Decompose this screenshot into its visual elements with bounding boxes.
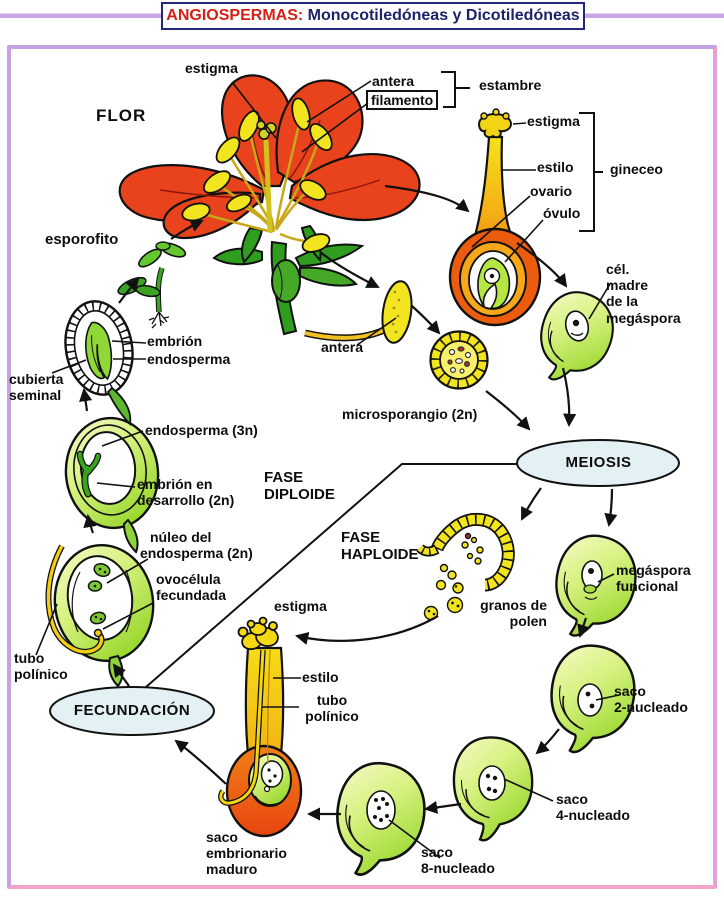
label-fase-haploide: FASE HAPLOIDE xyxy=(341,529,419,564)
leader-lines xyxy=(35,80,620,859)
gineceo-illustration xyxy=(448,108,542,327)
microsporangio-illustration xyxy=(429,330,489,390)
label-embrion: embrión xyxy=(147,333,203,349)
antera-illustration xyxy=(304,280,413,344)
anthers xyxy=(181,97,333,253)
label-gineceo: gineceo xyxy=(610,161,663,177)
label-tubo-polinico-izquierda: tubo polínico xyxy=(14,650,68,683)
label-megaspora-funcional: megáspora funcional xyxy=(616,562,691,595)
label-estigma-gineceo: estigma xyxy=(527,113,580,129)
label-estilo-polinizado: estilo xyxy=(302,669,339,685)
label-ovulo: óvulo xyxy=(543,205,581,221)
label-estigma-polinizado: estigma xyxy=(274,598,327,614)
label-saco-8-nucleado: saco 8-nucleado xyxy=(421,844,495,877)
label-microsporangio: microsporangio (2n) xyxy=(342,406,478,422)
label-estigma-flor: estigma xyxy=(185,60,238,76)
saco-2-nucleado-illustration xyxy=(546,641,639,758)
label-filamento: filamento xyxy=(366,90,439,111)
label-antera: antera xyxy=(321,339,364,355)
label-nucleo-endosperma: núleo del endosperma (2n) xyxy=(140,529,253,562)
label-esporofito: esporofito xyxy=(45,231,119,248)
label-ovario: ovario xyxy=(530,183,573,199)
label-saco-embrionario-maduro: saco embrionario maduro xyxy=(206,829,287,878)
saco-embrionario-illustration xyxy=(218,616,303,838)
page-title: ANGIOSPERMAS: Monocotiledóneas y Dicotil… xyxy=(161,2,585,30)
label-estilo-gineceo: estilo xyxy=(537,159,574,175)
label-saco-4-nucleado: saco 4-nucleado xyxy=(556,791,630,824)
label-meiosis: MEIOSIS xyxy=(565,454,632,471)
microspores xyxy=(447,346,472,374)
label-cubierta-seminal: cubierta seminal xyxy=(9,371,64,404)
label-flor: FLOR xyxy=(96,106,147,125)
cel-madre-illustration xyxy=(529,284,622,392)
label-granos-de-polen: granos de polen xyxy=(480,597,547,630)
cycle-arrows xyxy=(79,184,618,821)
stigma-lobes xyxy=(237,616,279,651)
label-estambre: estambre xyxy=(479,77,542,93)
page-title-rest: Monocotiledóneas y Dicotiledóneas xyxy=(303,7,580,24)
label-embrion-desarrollo: embrión en desarrollo (2n) xyxy=(137,476,235,509)
label-tubo-polinico: tubo polínico xyxy=(305,692,359,725)
label-antera-estambre: antera xyxy=(372,73,415,89)
label-fecundacion: FECUNDACIÓN xyxy=(73,702,191,719)
semilla-en-desarrollo-illustration xyxy=(64,416,160,554)
page-title-prefix: ANGIOSPERMAS: xyxy=(166,7,304,24)
label-endosperma-3n: endosperma (3n) xyxy=(145,422,258,438)
roots xyxy=(148,311,170,329)
label-saco-2-nucleado: saco 2-nucleado xyxy=(614,683,688,716)
esporofito-illustration xyxy=(117,241,187,329)
semilla-illustration xyxy=(64,300,134,396)
megaspora-funcional-illustration xyxy=(547,529,643,645)
label-fase-diploide: FASE DIPLOIDE xyxy=(264,469,335,504)
flower-illustration xyxy=(118,74,421,336)
diagram-frame xyxy=(7,45,717,889)
label-cel-madre-megaspora: cél. madre de la megáspora xyxy=(606,261,681,326)
seed-shoot xyxy=(106,386,132,426)
pollen-release-illustration xyxy=(416,512,515,621)
brackets xyxy=(441,71,603,232)
phase-divider-line xyxy=(145,463,518,688)
flower-stigma xyxy=(256,120,277,140)
antera-texture xyxy=(391,290,401,334)
fecundacion-oval xyxy=(49,686,215,736)
label-endosperma: endosperma xyxy=(147,351,231,367)
saco-8-nucleado-illustration xyxy=(330,758,430,882)
meiosis-oval xyxy=(516,439,680,487)
saco-4-nucleado-illustration xyxy=(449,732,539,844)
label-ovocelula-fecundada: ovocélula fecundada xyxy=(156,571,227,604)
